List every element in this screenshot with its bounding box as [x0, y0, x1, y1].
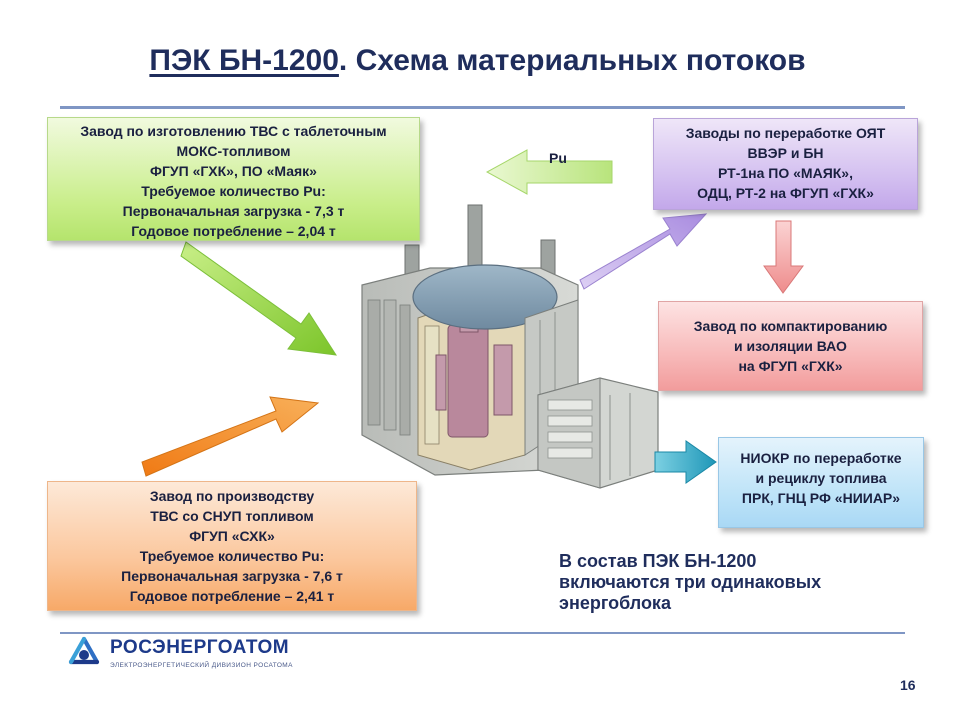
- box-line: Первоначальная загрузка - 7,3 т: [122, 203, 345, 219]
- box-line: РТ-1на ПО «МАЯК»,: [718, 165, 853, 181]
- rnd-recycling-box: НИОКР по переработке и рециклу топлива П…: [718, 437, 924, 528]
- reprocessing-plants-box: Заводы по переработке ОЯТ ВВЭР и БН РТ-1…: [653, 118, 918, 210]
- arrow-reprocessing-to-waste: [763, 220, 804, 294]
- logo-subtitle: ЭЛЕКТРОЭНЕРГЕТИЧЕСКИЙ ДИВИЗИОН РОСАТОМА: [110, 662, 293, 669]
- snup-fuel-plant-box: Завод по производству ТВС со СНУП топлив…: [47, 481, 417, 611]
- arrow-reactor-to-rnd: [654, 440, 717, 484]
- waste-compaction-plant-box: Завод по компактированию и изоляции ВАО …: [658, 301, 923, 391]
- box-line: Завод по изготовлению ТВС с таблеточным: [80, 123, 387, 139]
- box-line: Годовое потребление – 2,04 т: [131, 223, 336, 239]
- note-line: энергоблока: [559, 593, 671, 613]
- box-line: Требуемое количество Pu:: [141, 183, 326, 199]
- note-line: включаются три одинаковых: [559, 572, 822, 592]
- box-line: ФГУП «ГХК», ПО «Маяк»: [150, 163, 317, 179]
- composition-note: В состав ПЭК БН-1200 включаются три один…: [559, 551, 821, 614]
- arrow-snup-to-reactor: [141, 396, 320, 477]
- title-rest: . Схема материальных потоков: [338, 44, 806, 77]
- box-line: Годовое потребление – 2,41 т: [129, 588, 335, 604]
- box-line: МОКС-топливом: [176, 143, 291, 159]
- page-number: 16: [900, 677, 916, 693]
- rosenergoatom-logo-icon: [68, 636, 100, 665]
- box-line: НИОКР по переработке: [740, 450, 902, 466]
- box-line: Требуемое количество Pu:: [139, 548, 325, 564]
- pu-label: Pu: [549, 150, 567, 166]
- arrow-mox-to-reactor: [180, 241, 337, 356]
- box-line: и изоляции ВАО: [734, 338, 847, 354]
- box-line: Первоначальная загрузка - 7,6 т: [121, 568, 343, 584]
- reactor-illustration: [361, 204, 659, 489]
- logo-name: РОСЭНЕРГОАТОМ: [110, 637, 290, 658]
- arrow-reactor-to-reprocessing: [579, 213, 708, 290]
- box-line: на ФГУП «ГХК»: [738, 358, 843, 374]
- page-title: ПЭК БН-1200. Схема материальных потоков: [0, 44, 955, 78]
- box-line: ОДЦ, РТ-2 на ФГУП «ГХК»: [697, 185, 874, 201]
- box-line: Завод по компактированию: [693, 318, 888, 334]
- box-line: и рециклу топлива: [755, 470, 887, 486]
- arrow-pu-to-mox: [485, 149, 613, 195]
- mox-fuel-plant-box: Завод по изготовлению ТВС с таблеточным …: [47, 117, 420, 241]
- box-line: ФГУП «СХК»: [189, 528, 275, 544]
- box-line: Заводы по переработке ОЯТ: [685, 125, 886, 141]
- title-main: ПЭК БН-1200: [149, 44, 339, 77]
- footer-divider: [60, 632, 905, 634]
- note-line: В состав ПЭК БН-1200: [559, 551, 757, 571]
- box-line: ТВС со СНУП топливом: [150, 508, 314, 524]
- box-line: ВВЭР и БН: [747, 145, 824, 161]
- title-divider: [60, 106, 905, 109]
- box-line: ПРК, ГНЦ РФ «НИИАР»: [741, 490, 901, 506]
- box-line: Завод по производству: [149, 488, 315, 504]
